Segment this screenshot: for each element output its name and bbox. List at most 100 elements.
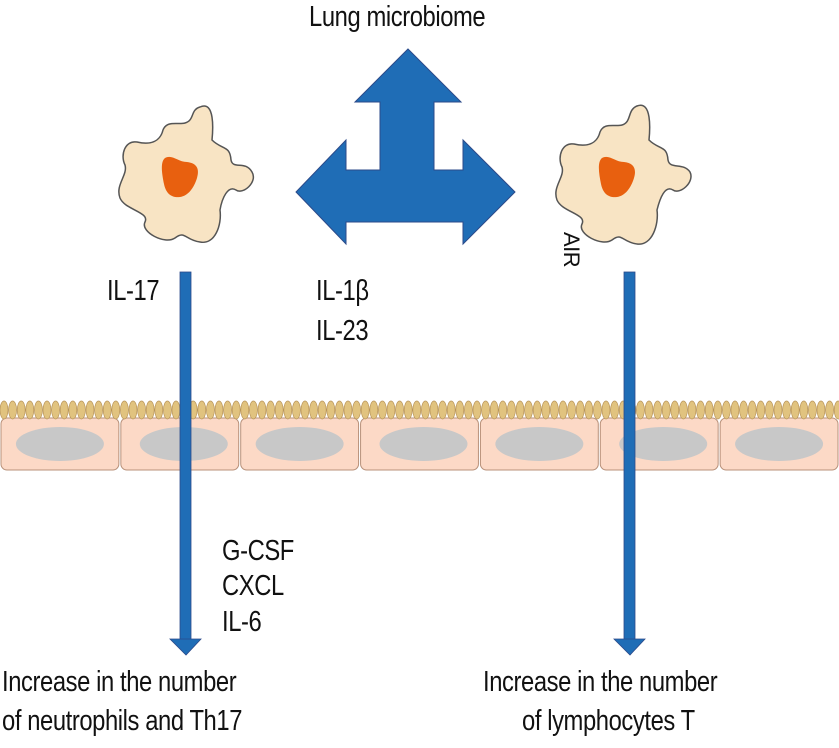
epithelial-nucleus: [495, 427, 584, 461]
cilium: [429, 400, 439, 420]
cilium: [369, 400, 379, 420]
nucleus-left: [161, 156, 198, 198]
cilium: [481, 400, 490, 420]
cilium: [773, 400, 783, 420]
cilium: [593, 400, 602, 420]
cilium: [438, 400, 447, 420]
cilium: [231, 400, 241, 420]
cilium: [790, 400, 800, 420]
cilium: [833, 400, 839, 420]
label-il1b: IL-1β: [316, 275, 369, 307]
cilium: [68, 400, 78, 420]
cilium: [85, 400, 95, 420]
cilium: [137, 400, 146, 420]
cilium: [524, 400, 533, 420]
epithelial-nucleus: [735, 427, 824, 461]
left-down-arrow-icon: [169, 271, 202, 656]
epithelial-nucleus: [15, 427, 104, 461]
cilium: [171, 400, 181, 420]
cilium: [223, 400, 232, 420]
cilium: [446, 400, 456, 420]
cilium: [120, 400, 129, 420]
cilium: [34, 400, 43, 420]
cilium: [403, 400, 413, 420]
title-lung-microbiome: Lung microbiome: [309, 1, 486, 33]
cilium: [249, 400, 258, 420]
cilium: [644, 400, 654, 420]
cilium: [94, 400, 103, 420]
cilium: [352, 400, 361, 420]
cilium: [309, 400, 318, 420]
cilium: [532, 400, 542, 420]
left-outcome-line1: Increase in the number: [2, 666, 237, 698]
label-air: AIR: [559, 232, 584, 268]
label-il17: IL-17: [107, 275, 160, 307]
cilium: [25, 400, 35, 420]
cilium: [601, 400, 611, 420]
cilium: [77, 400, 86, 420]
cilium: [421, 400, 430, 420]
cilium: [111, 400, 121, 420]
cilium: [550, 400, 559, 420]
nucleus-right: [598, 156, 635, 198]
cilium: [16, 400, 26, 420]
right-down-arrow-icon: [613, 271, 646, 656]
cilium: [739, 400, 748, 420]
cilium: [661, 400, 671, 420]
cilium: [163, 400, 172, 420]
cilium: [0, 400, 9, 420]
cilium: [507, 400, 516, 420]
cilium: [266, 400, 275, 420]
cilium: [670, 400, 680, 420]
cilium: [730, 400, 740, 420]
label-il6: IL-6: [222, 606, 262, 638]
cilium: [240, 400, 250, 420]
cilium: [8, 400, 17, 420]
label-cxcl: CXCL: [222, 570, 284, 602]
cilium: [825, 400, 834, 420]
macrophage-right: [555, 104, 692, 245]
cilium: [782, 400, 791, 420]
cilium: [575, 400, 585, 420]
cilium: [326, 400, 336, 420]
cilium: [498, 400, 508, 420]
right-outcome-line2: of lymphocytes T: [522, 705, 695, 737]
cilium: [102, 400, 112, 420]
right-outcome-line1: Increase in the number: [483, 666, 718, 698]
label-il23: IL-23: [316, 315, 369, 347]
cilium: [541, 400, 551, 420]
cilium: [567, 400, 576, 420]
cilium: [145, 400, 155, 420]
left-outcome-line2: of neutrophils and Th17: [2, 705, 243, 737]
cilium: [747, 400, 757, 420]
cilium: [584, 400, 594, 420]
cilium: [687, 400, 697, 420]
cilium: [489, 400, 499, 420]
cilium: [197, 400, 207, 420]
cilium: [317, 400, 327, 420]
cilium: [292, 400, 301, 420]
cilium: [816, 400, 826, 420]
cilium: [128, 400, 138, 420]
cilium: [636, 400, 645, 420]
cilium: [335, 400, 344, 420]
cilium: [558, 400, 568, 420]
cilium: [360, 400, 370, 420]
cilium: [257, 400, 267, 420]
cilium: [515, 400, 525, 420]
macrophage-left: [118, 105, 255, 243]
cilium: [464, 400, 473, 420]
three-way-arrow-icon: [295, 48, 516, 246]
cilium: [679, 400, 688, 420]
cilium: [154, 400, 164, 420]
cilium: [808, 400, 817, 420]
cilium: [274, 400, 284, 420]
label-gcsf: G-CSF: [222, 535, 294, 567]
epithelial-nucleus: [379, 427, 468, 461]
cilium: [722, 400, 731, 420]
cilium: [300, 400, 310, 420]
cilium: [386, 400, 396, 420]
cilium: [799, 400, 809, 420]
cilium: [704, 400, 714, 420]
